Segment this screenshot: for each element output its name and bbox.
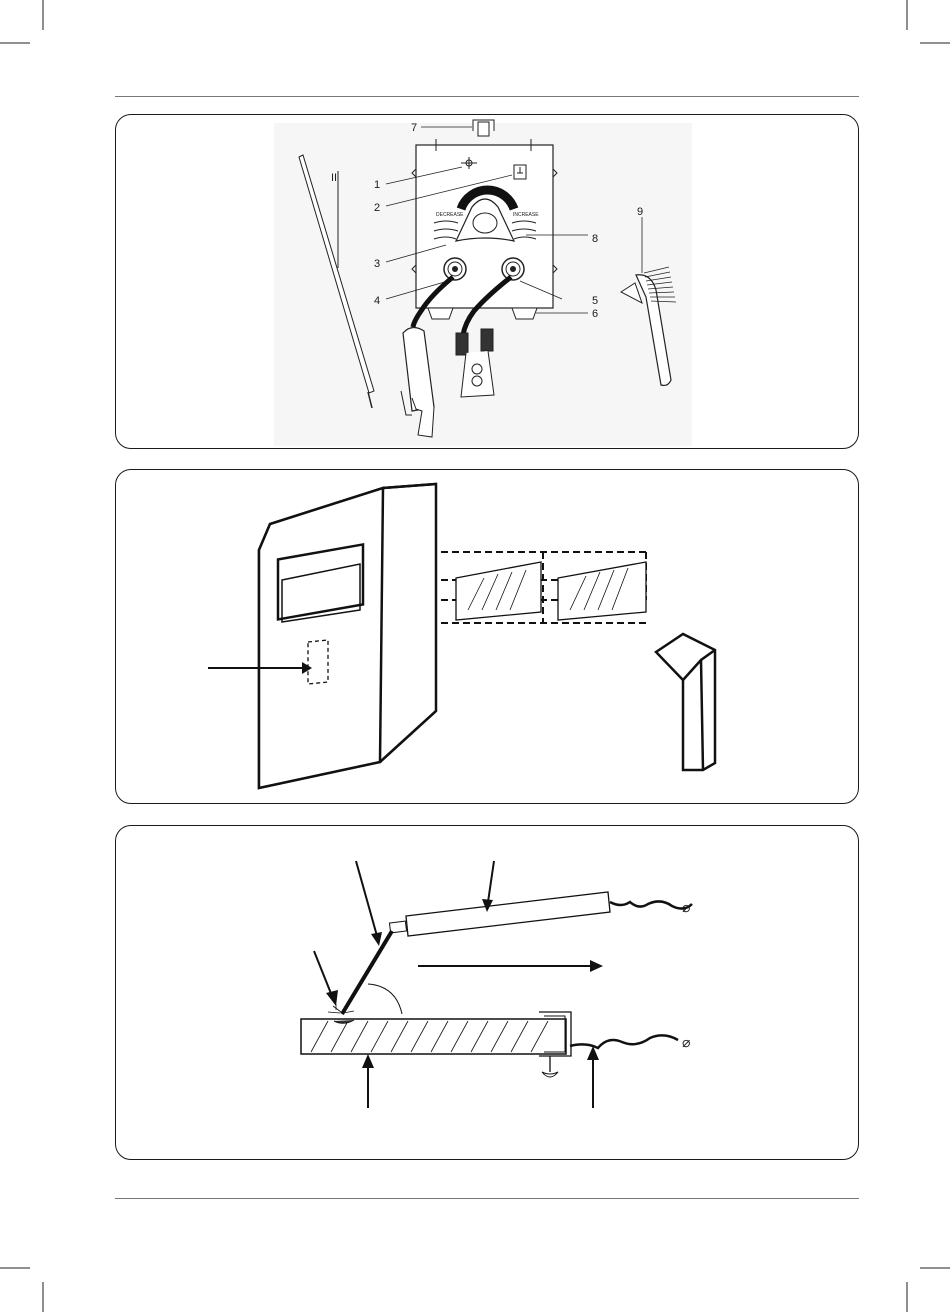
callout-II: II <box>331 172 337 184</box>
arrow-electrode-icon <box>356 861 382 946</box>
power-switch-icon <box>514 165 526 179</box>
welding-technique-illustration: ⌀ ⌀ <box>116 826 860 1161</box>
face-shield-illustration <box>116 470 860 805</box>
holder-ground-symbol: ⌀ <box>682 899 690 915</box>
callout-4: 4 <box>374 295 380 307</box>
face-shield-icon <box>259 484 436 788</box>
arrow-holder-icon <box>482 861 494 912</box>
clamp-ground-symbol: ⌀ <box>682 1034 690 1050</box>
callout-5: 5 <box>592 295 598 307</box>
arrow-arc-icon <box>314 951 338 1006</box>
output-terminal-left-icon <box>444 258 466 280</box>
workpiece-icon <box>301 1019 566 1054</box>
lens-plate-icon <box>456 562 646 620</box>
callout-3: 3 <box>374 258 380 270</box>
dial-decrease-label: DECREASE <box>436 212 464 218</box>
figure-welding-technique: ⌀ ⌀ <box>115 825 859 1160</box>
figure-welder-parts: II 7 <box>115 114 859 449</box>
arrow-clamp-icon <box>587 1046 599 1108</box>
output-terminal-right-icon <box>502 258 524 280</box>
dial-increase-label: INCREASE <box>513 212 539 218</box>
callout-6: 6 <box>592 308 598 320</box>
arrow-workpiece-icon <box>362 1054 374 1108</box>
figure-face-shield <box>115 469 859 804</box>
callout-2: 2 <box>374 202 380 214</box>
arc-sparks-icon <box>328 1004 354 1013</box>
mask-handle-icon <box>656 634 715 770</box>
callout-7: 7 <box>411 122 417 134</box>
electrode-holder-icon: ⌀ <box>342 892 692 1014</box>
header-rule <box>115 96 859 97</box>
arrow-direction-icon <box>418 960 603 972</box>
welder-parts-illustration: II 7 <box>116 115 860 450</box>
callout-9: 9 <box>637 206 643 218</box>
callout-8: 8 <box>592 233 598 245</box>
callout-1: 1 <box>374 179 380 191</box>
footer-rule <box>115 1198 859 1199</box>
